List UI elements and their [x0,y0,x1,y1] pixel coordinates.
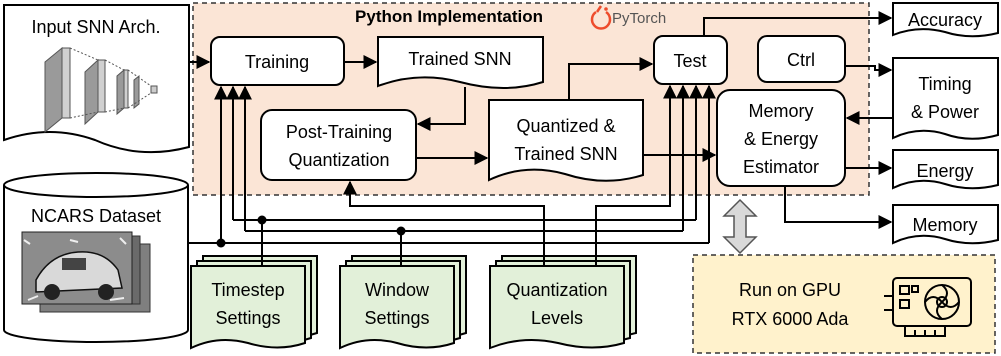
window-settings-doc [339,255,467,350]
ptq-label-line1: Post-Training [286,122,392,142]
neural-net-icon [44,46,158,134]
event-image-icon [21,231,151,313]
gpu-link-arrow [722,198,758,255]
memory-doc [892,204,999,245]
ptq-label-line2: Quantization [288,150,389,170]
estimator-line3: Estimator [743,157,819,177]
quantized-snn-line2: Trained SNN [514,144,617,164]
test-label: Test [673,51,706,71]
ctrl-box [757,35,846,83]
pytorch-logo-icon [590,5,612,30]
energy-label: Energy [916,161,973,181]
accuracy-doc [892,2,999,38]
timestep-settings-doc [190,255,318,350]
trained-snn-doc [377,36,544,89]
quantized-snn-line1: Quantized & [516,116,615,136]
quantization-line1: Quantization [506,280,607,300]
training-label: Training [245,52,309,72]
timestep-line1: Timestep [211,280,284,300]
gpu-card-icon [884,277,972,337]
gpu-region [692,254,996,354]
test-box [653,35,728,85]
window-line1: Window [365,280,430,300]
memory-label: Memory [912,215,977,235]
ctrl-label: Ctrl [787,50,815,70]
estimator-line2: & Energy [744,129,818,149]
connectors [188,11,893,266]
window-line2: Settings [364,308,429,328]
quantized-snn-doc [488,99,644,182]
pytorch-label: PyTorch [612,10,666,27]
timing-line1: Timing [918,74,971,94]
dataset-label: NCARS Dataset [31,206,161,226]
timing-line2: & Power [911,102,979,122]
quantization-levels-doc [489,255,637,350]
energy-doc [892,149,999,190]
python-title: Python Implementation [355,7,543,26]
input-arch-label: Input SNN Arch. [31,17,160,37]
accuracy-label: Accuracy [908,10,982,30]
gpu-label-line2: RTX 6000 Ada [732,309,850,329]
quantization-line2: Levels [531,308,583,328]
estimator-box [716,89,846,187]
timestep-line2: Settings [215,308,280,328]
trained-snn-label: Trained SNN [408,49,511,69]
gpu-label-line1: Run on GPU [739,280,841,300]
estimator-line1: Memory [748,101,813,121]
ptq-box [260,109,417,181]
timing-power-doc [892,57,999,140]
